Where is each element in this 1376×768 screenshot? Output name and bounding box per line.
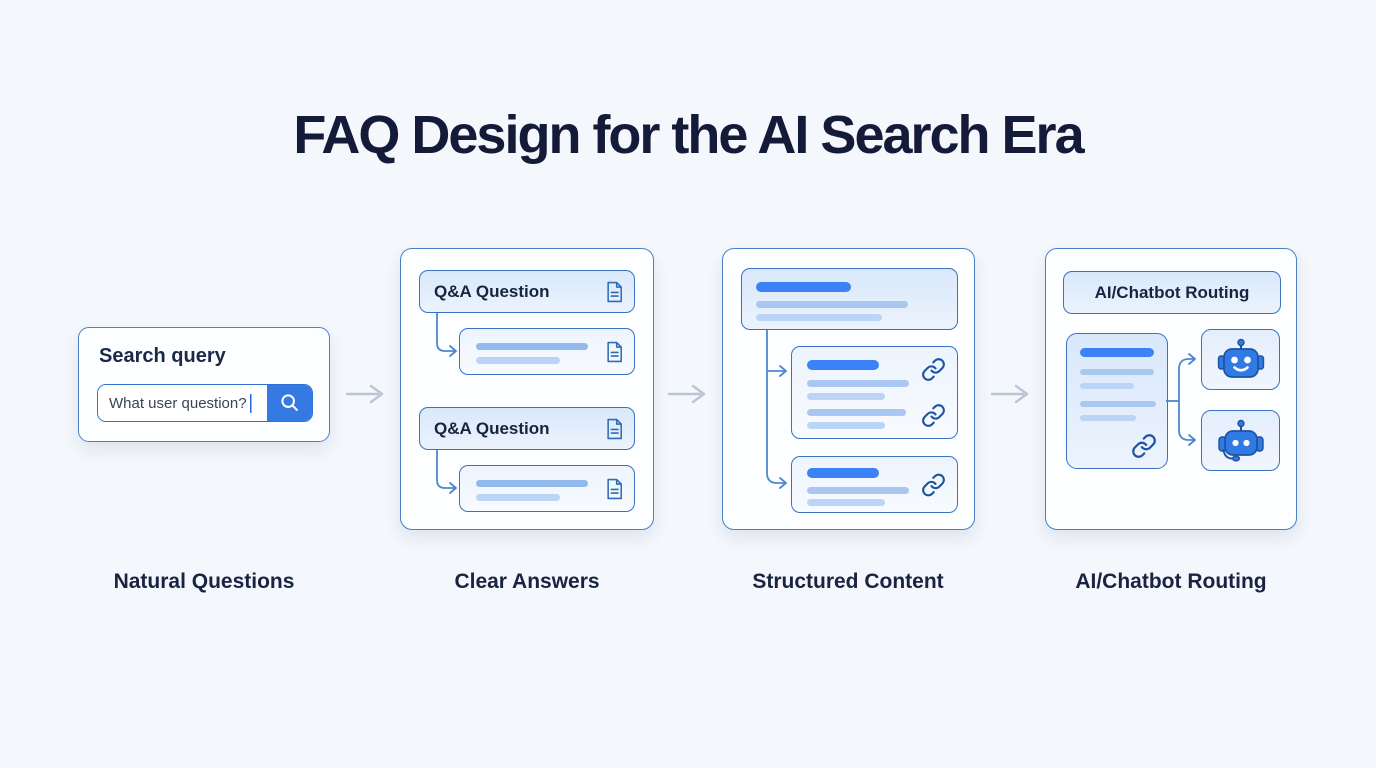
chatbot-headset-card	[1201, 410, 1280, 471]
qa-question-label: Q&A Question	[434, 281, 550, 301]
step-label-structured-content: Structured Content	[752, 570, 944, 593]
qa-connector-arrow	[436, 450, 457, 494]
skeleton-line	[1080, 369, 1154, 375]
skeleton-line	[1080, 401, 1156, 407]
qa-question-card: Q&A Question	[419, 270, 635, 313]
document-icon	[605, 418, 623, 440]
chatbot-card	[1201, 329, 1280, 390]
robot-headset-icon	[1217, 417, 1265, 465]
right-arrow-icon	[667, 384, 706, 404]
structured-content-panel	[722, 248, 975, 530]
skeleton-heading	[1080, 348, 1154, 357]
clear-answers-panel: Q&A Question	[400, 248, 654, 530]
skeleton-line	[1080, 415, 1136, 421]
skeleton-line	[807, 422, 885, 429]
skeleton-heading	[807, 360, 879, 370]
step-label-chatbot-routing: AI/Chatbot Routing	[1075, 570, 1267, 593]
search-query-card: Search query	[78, 327, 330, 442]
robot-face-icon	[1217, 338, 1265, 382]
link-icon	[921, 403, 946, 428]
search-card-heading: Search query	[99, 345, 226, 367]
skeleton-line	[756, 314, 882, 321]
routing-branch-connector	[1166, 353, 1196, 446]
search-input[interactable]	[98, 385, 267, 421]
skeleton-line	[807, 393, 885, 400]
magnifier-icon	[279, 392, 301, 414]
search-bar	[97, 384, 313, 422]
skeleton-line	[476, 357, 560, 364]
qa-connector-arrow	[436, 313, 457, 357]
page-title: FAQ Design for the AI Search Era	[293, 105, 1084, 165]
link-icon	[921, 472, 946, 497]
document-icon	[605, 478, 623, 500]
step-label-natural-questions: Natural Questions	[113, 570, 295, 593]
search-button[interactable]	[267, 385, 312, 421]
skeleton-heading	[807, 468, 879, 478]
routing-header-label: AI/Chatbot Routing	[1094, 282, 1250, 302]
routing-header-card: AI/Chatbot Routing	[1063, 271, 1281, 314]
content-section-card	[791, 346, 958, 439]
content-tree-connector	[766, 330, 787, 489]
qa-answer-card	[459, 465, 635, 512]
skeleton-line	[807, 499, 885, 506]
skeleton-heading	[756, 282, 851, 292]
skeleton-line	[476, 480, 588, 487]
skeleton-line	[807, 380, 909, 387]
content-heading-card	[741, 268, 958, 330]
skeleton-line	[476, 494, 560, 501]
skeleton-line	[476, 343, 588, 350]
qa-question-card: Q&A Question	[419, 407, 635, 450]
skeleton-line	[807, 409, 906, 416]
skeleton-line	[756, 301, 908, 308]
right-arrow-icon	[345, 384, 384, 404]
right-arrow-icon	[990, 384, 1029, 404]
link-icon	[1131, 433, 1157, 459]
qa-question-label: Q&A Question	[434, 418, 550, 438]
skeleton-line	[807, 487, 909, 494]
chatbot-routing-panel: AI/Chatbot Routing	[1045, 248, 1297, 530]
document-icon	[605, 341, 623, 363]
content-section-card	[791, 456, 958, 513]
document-icon	[605, 281, 623, 303]
qa-answer-card	[459, 328, 635, 375]
skeleton-line	[1080, 383, 1134, 389]
step-label-clear-answers: Clear Answers	[454, 570, 600, 593]
routing-source-card	[1066, 333, 1168, 469]
link-icon	[921, 357, 946, 382]
